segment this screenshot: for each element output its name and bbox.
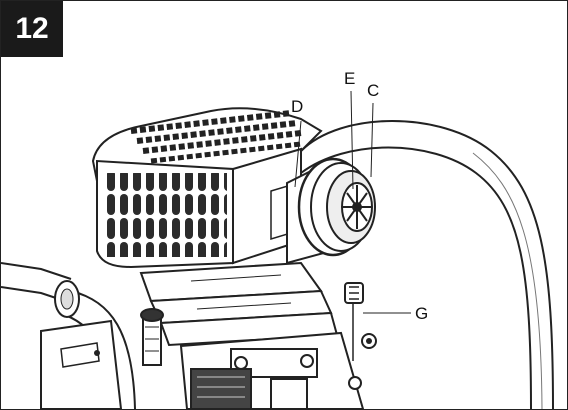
callout-c: C xyxy=(367,81,380,100)
drain-valve xyxy=(344,282,377,361)
callout-d: D xyxy=(291,97,304,116)
pressure-knob xyxy=(140,308,164,366)
leader-line-e xyxy=(350,90,354,190)
leader-line-c xyxy=(370,102,374,178)
callout-g: G xyxy=(415,304,429,323)
air-filter xyxy=(286,157,376,265)
handle-arch xyxy=(300,120,554,409)
callout-e: E xyxy=(344,69,356,88)
top-grille xyxy=(130,110,302,164)
vent-slots xyxy=(105,173,227,257)
leader-line-d xyxy=(294,120,302,188)
crank-housing xyxy=(179,331,365,409)
step-number-badge: 12 xyxy=(1,1,63,57)
cylinder-fins xyxy=(139,261,339,347)
frame-tube xyxy=(1,262,72,280)
